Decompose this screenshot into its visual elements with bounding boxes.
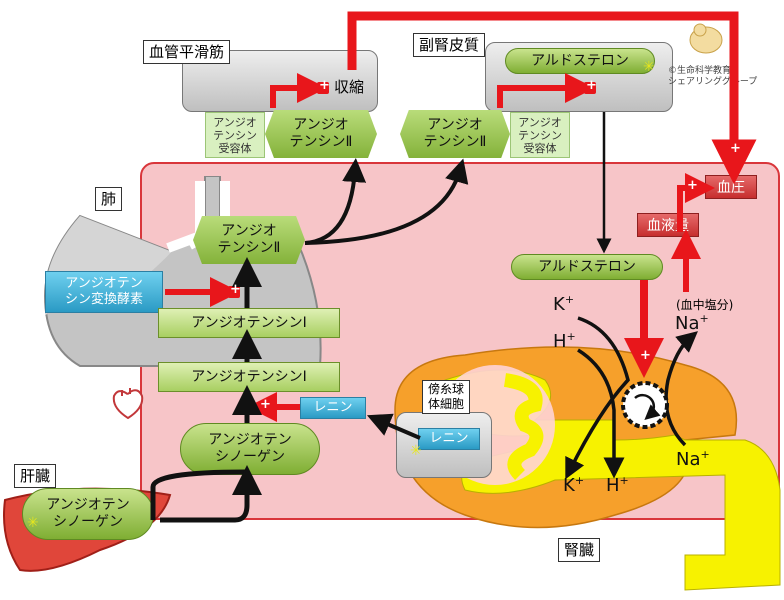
plasma-salt-label: (血中塩分) (676, 298, 734, 312)
star-icon: ✳ (27, 515, 39, 531)
ion-k-bottom: K+ (563, 474, 585, 496)
plus-icon: + (640, 348, 651, 363)
aldosterone-blood: アルドステロン (511, 254, 663, 280)
ion-na-bottom: Na+ (676, 448, 710, 470)
ace-enzyme: アンジオテン シン変換酵素 (45, 271, 163, 313)
ion-h-bottom: H+ (606, 474, 629, 496)
contraction-label: 収縮 (334, 78, 365, 96)
plus-icon: + (260, 397, 271, 412)
kidney-label: 腎臓 (558, 538, 601, 562)
liver-label: 肝臓 (14, 464, 57, 488)
vascular-smooth-muscle-label: 血管平滑筋 (143, 40, 231, 64)
ion-k-top: K+ (553, 293, 575, 315)
credit-text: ©生命科学教育 シェアリンググループ (668, 66, 758, 87)
angiotensinogen-liver: アンジオテン シノーゲン (22, 488, 154, 540)
ang2-lung: アンジオ テンシンⅡ (193, 216, 305, 264)
aldosterone-adrenal: アルドステロン (505, 48, 655, 74)
star-icon: ✳ (410, 443, 422, 459)
plus-icon: + (730, 141, 741, 156)
ion-na-top: Na+ (675, 312, 709, 334)
adrenal-cortex-label: 副腎皮質 (413, 33, 486, 57)
adrenal-receptor: アンジオ テンシン 受容体 (510, 112, 570, 158)
renin-blood: レニン (300, 397, 366, 419)
mascot-icon (689, 23, 723, 54)
plus-icon: + (319, 78, 330, 93)
plus-icon: + (687, 178, 698, 193)
star-icon: ✳ (643, 59, 655, 75)
ang2-vascular: アンジオ テンシンⅡ (265, 110, 377, 158)
renin-cell: レニン (418, 428, 480, 450)
ang2-adrenal: アンジオ テンシンⅡ (400, 110, 510, 158)
plus-icon: + (230, 282, 241, 297)
heart-icon (112, 388, 144, 420)
vascular-receptor: アンジオ テンシン 受容体 (205, 112, 265, 158)
ion-h-top: H+ (553, 330, 576, 352)
lung-label: 肺 (95, 187, 123, 211)
plus-icon: + (586, 78, 597, 93)
juxtaglomerular-label: 傍糸球 体細胞 (422, 380, 471, 414)
